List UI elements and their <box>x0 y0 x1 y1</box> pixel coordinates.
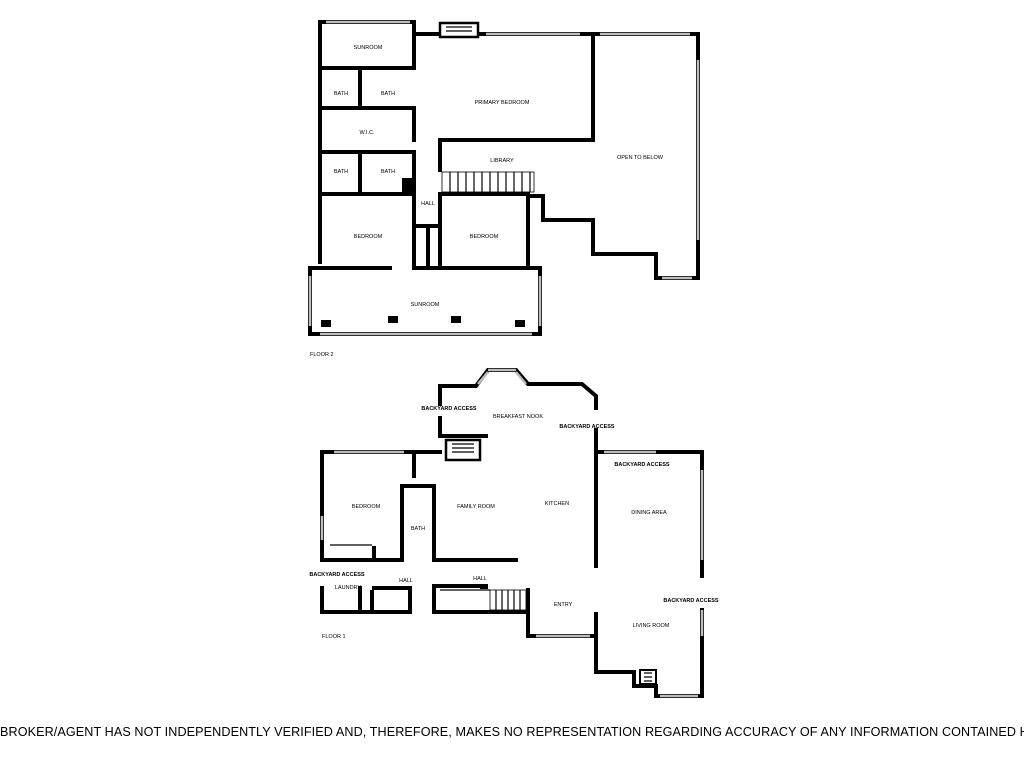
fireplace-icon <box>444 438 482 462</box>
room-label-primary-bedroom: PRIMARY BEDROOM <box>475 100 530 106</box>
staircase-floor2 <box>441 171 535 193</box>
staircase-floor1 <box>489 589 527 611</box>
room-label-bath: BATH <box>381 169 395 175</box>
room-label-kitchen: KITCHEN <box>545 501 569 507</box>
backyard-access-label: BACKYARD ACCESS <box>421 406 477 412</box>
floor-1-plan: BACKYARD ACCESS BREAKFAST NOOK BACKYARD … <box>309 368 719 698</box>
floor-2-label: FLOOR 2 <box>310 352 334 358</box>
backyard-access-label: BACKYARD ACCESS <box>309 572 365 578</box>
room-label-library: LIBRARY <box>490 158 514 164</box>
room-label-bedroom: BEDROOM <box>354 234 383 240</box>
disclaimer-text: BROKER/AGENT HAS NOT INDEPENDENTLY VERIF… <box>0 725 1024 739</box>
backyard-access-label: BACKYARD ACCESS <box>559 424 615 430</box>
backyard-access-label: BACKYARD ACCESS <box>663 598 719 604</box>
room-label-bath: BATH <box>334 169 348 175</box>
room-label-breakfast-nook: BREAKFAST NOOK <box>493 414 543 420</box>
room-label-dining-area: DINING AREA <box>631 510 667 516</box>
room-label-bath: BATH <box>334 91 348 97</box>
fireplace-icon <box>438 21 480 39</box>
room-label-hall: HALL <box>399 578 413 584</box>
room-label-bedroom: BEDROOM <box>352 504 381 510</box>
room-label-bedroom: BEDROOM <box>470 234 499 240</box>
room-label-sunroom-bottom: SUNROOM <box>411 302 440 308</box>
backyard-access-label: BACKYARD ACCESS <box>614 462 670 468</box>
room-label-family-room: FAMILY ROOM <box>457 504 495 510</box>
floor-1-label: FLOOR 1 <box>322 634 346 640</box>
room-label-bath: BATH <box>381 91 395 97</box>
room-label-entry: ENTRY <box>554 602 573 608</box>
room-label-hall: HALL <box>473 576 487 582</box>
room-label-living-room: LIVING ROOM <box>633 623 670 629</box>
room-label-wic: W.I.C. <box>360 130 375 136</box>
room-label-hall: HALL <box>421 201 435 207</box>
room-label-sunroom-top: SUNROOM <box>354 45 383 51</box>
room-label-laundry: LAUNDRY <box>335 585 362 591</box>
room-label-open-to-below: OPEN TO BELOW <box>617 155 664 161</box>
floor-2-plan: SUNROOM BATH BATH PRIMARY BEDROOM W.I.C.… <box>308 20 700 358</box>
room-label-bath: BATH <box>411 526 425 532</box>
